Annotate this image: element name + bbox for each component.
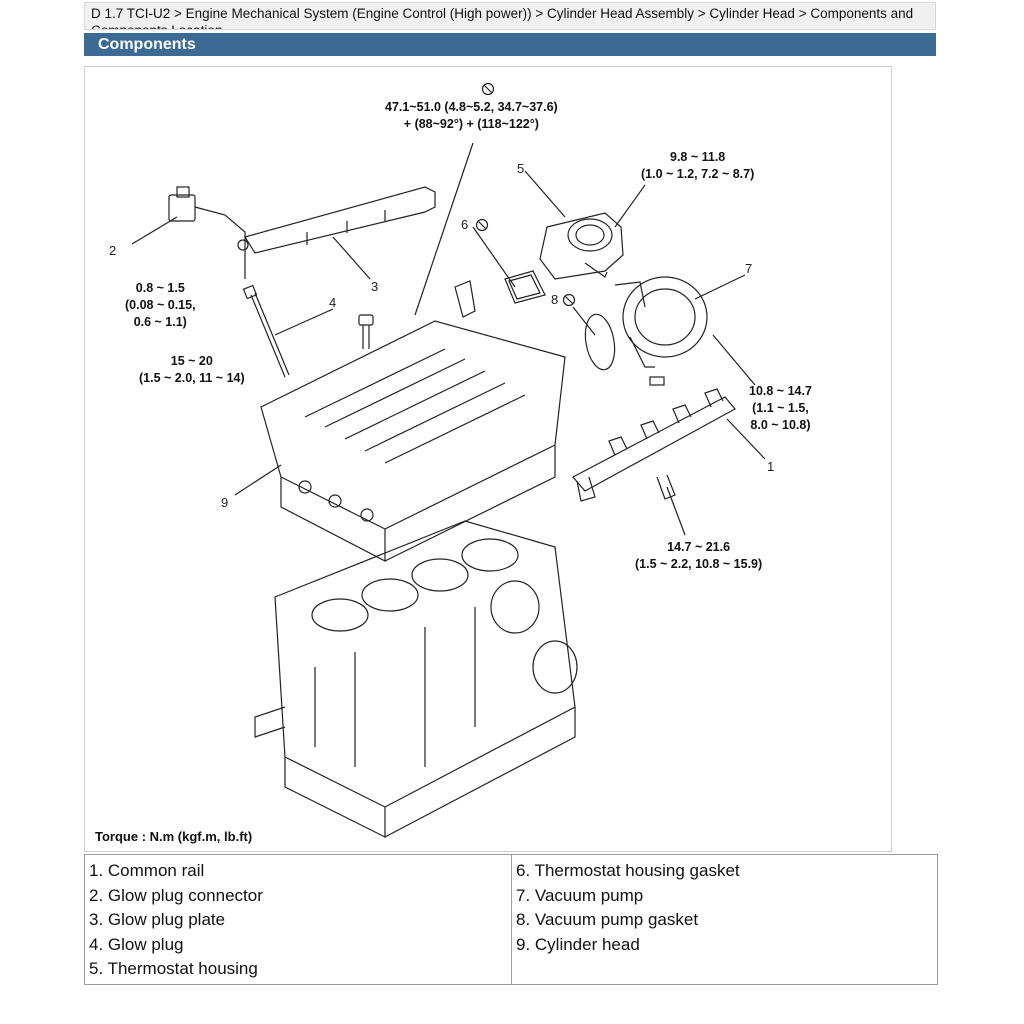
leader-line bbox=[712, 334, 756, 386]
torque-value-imperial: (1.5 ~ 2.0, 11 ~ 14) bbox=[139, 371, 245, 385]
leader-line bbox=[234, 464, 282, 496]
leader-line bbox=[274, 308, 334, 336]
part-number-4: 4 bbox=[329, 295, 337, 310]
torque-value: 9.8 ~ 11.8 bbox=[670, 150, 726, 164]
vacuum-pump bbox=[614, 276, 708, 386]
vacuum-pump-gasket bbox=[584, 313, 616, 371]
leader-line bbox=[414, 142, 474, 316]
torque-callout-vacuum-pump: 10.8 ~ 14.7 (1.1 ~ 1.5, 8.0 ~ 10.8) bbox=[749, 383, 812, 434]
leader-line bbox=[614, 184, 646, 228]
torque-callout-common-rail: 14.7 ~ 21.6 (1.5 ~ 2.2, 10.8 ~ 15.9) bbox=[635, 539, 762, 573]
leader-line bbox=[694, 274, 746, 300]
torque-value: 47.1~51.0 (4.8~5.2, 34.7~37.6) bbox=[385, 100, 558, 114]
part-number-3: 3 bbox=[371, 279, 379, 294]
cylinder-block bbox=[254, 520, 578, 838]
no-reuse-icon bbox=[481, 82, 495, 96]
torque-value-kgf: (0.08 ~ 0.15, bbox=[125, 298, 196, 312]
legend-column-left: 1. Common rail 2. Glow plug connector 3.… bbox=[85, 855, 511, 984]
leader-line bbox=[666, 486, 686, 536]
torque-callout-thermostat: 9.8 ~ 11.8 (1.0 ~ 1.2, 7.2 ~ 8.7) bbox=[641, 149, 754, 183]
glow-plug-connector bbox=[168, 186, 249, 279]
torque-callout-head-bolt: 47.1~51.0 (4.8~5.2, 34.7~37.6) + (88~92°… bbox=[385, 99, 558, 133]
leader-line bbox=[332, 236, 371, 280]
part-number-9: 9 bbox=[221, 495, 229, 510]
no-reuse-icon bbox=[475, 218, 489, 232]
torque-value-imperial: (1.0 ~ 1.2, 7.2 ~ 8.7) bbox=[641, 167, 755, 181]
torque-value: 10.8 ~ 14.7 bbox=[749, 384, 812, 398]
part-number-5: 5 bbox=[517, 161, 525, 176]
torque-value: 0.8 ~ 1.5 bbox=[135, 281, 185, 295]
thermostat-housing-gasket bbox=[504, 270, 546, 304]
components-figure: 47.1~51.0 (4.8~5.2, 34.7~37.6) + (88~92°… bbox=[84, 66, 892, 852]
leader-line bbox=[472, 226, 516, 288]
glow-plug bbox=[242, 284, 290, 378]
legend-item: 7. Vacuum pump bbox=[516, 885, 644, 905]
common-rail bbox=[572, 388, 736, 502]
torque-value-kgf: (1.1 ~ 1.5, bbox=[752, 401, 809, 415]
head-bolt bbox=[358, 314, 374, 349]
legend-item: 5. Thermostat housing bbox=[89, 959, 258, 978]
leader-line bbox=[726, 418, 766, 460]
legend-item: 3. Glow plug plate bbox=[89, 910, 226, 929]
part-number-6: 6 bbox=[461, 217, 469, 232]
leader-line bbox=[524, 170, 566, 218]
exploded-diagram bbox=[131, 82, 766, 838]
torque-value-imperial: (1.5 ~ 2.2, 10.8 ~ 15.9) bbox=[635, 557, 763, 571]
thermostat-housing bbox=[539, 212, 624, 280]
legend-item: 8. Vacuum pump gasket bbox=[516, 910, 699, 929]
torque-callout-glow-plug-plate: 0.8 ~ 1.5 (0.08 ~ 0.15, 0.6 ~ 1.1) bbox=[125, 280, 196, 331]
cylinder-head bbox=[260, 280, 566, 562]
torque-unit-note: Torque : N.m (kgf.m, lb.ft) bbox=[95, 829, 253, 844]
leader-line bbox=[572, 306, 596, 336]
legend-item: 2. Glow plug connector bbox=[89, 885, 263, 905]
legend-item: 6. Thermostat housing gasket bbox=[516, 861, 740, 880]
torque-value: 14.7 ~ 21.6 bbox=[667, 540, 731, 554]
breadcrumb: D 1.7 TCI-U2 > Engine Mechanical System … bbox=[84, 2, 936, 30]
glow-plug-plate bbox=[244, 186, 436, 254]
section-title: Components bbox=[84, 33, 936, 56]
part-number-1: 1 bbox=[767, 459, 775, 474]
legend-column-right: 6. Thermostat housing gasket 7. Vacuum p… bbox=[511, 855, 937, 984]
torque-value-lbft: 0.6 ~ 1.1) bbox=[133, 315, 187, 329]
leader-line bbox=[131, 216, 178, 245]
part-number-8: 8 bbox=[551, 292, 559, 307]
torque-value-lbft: 8.0 ~ 10.8) bbox=[750, 418, 811, 432]
part-number-2: 2 bbox=[109, 243, 117, 258]
legend-item: 9. Cylinder head bbox=[516, 934, 640, 954]
no-reuse-icon bbox=[562, 293, 576, 307]
torque-value: 15 ~ 20 bbox=[170, 354, 213, 368]
legend-item: 4. Glow plug bbox=[89, 934, 184, 954]
torque-angle: + (88~92°) + (118~122°) bbox=[403, 117, 539, 131]
torque-callout-glow-plug: 15 ~ 20 (1.5 ~ 2.0, 11 ~ 14) bbox=[139, 353, 245, 387]
parts-legend-table: 1. Common rail 2. Glow plug connector 3.… bbox=[84, 854, 938, 985]
legend-item: 1. Common rail bbox=[89, 861, 205, 880]
part-number-7: 7 bbox=[745, 261, 753, 276]
